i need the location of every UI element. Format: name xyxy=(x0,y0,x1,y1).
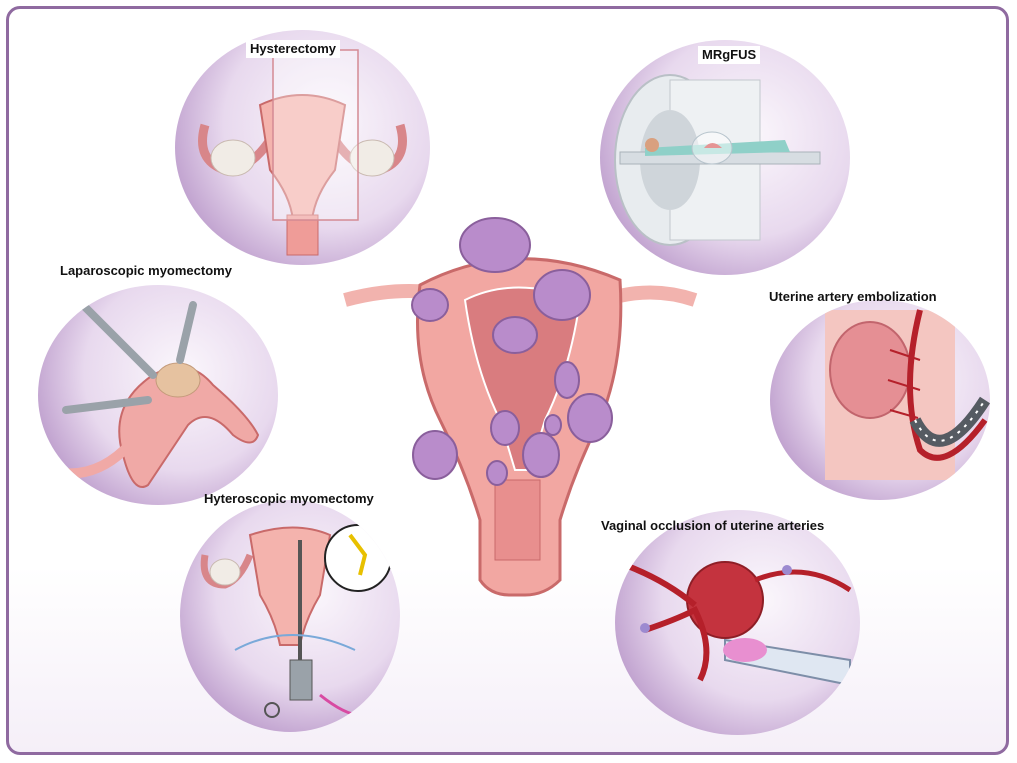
central-uterus-fibroids-illustration xyxy=(0,0,1017,763)
